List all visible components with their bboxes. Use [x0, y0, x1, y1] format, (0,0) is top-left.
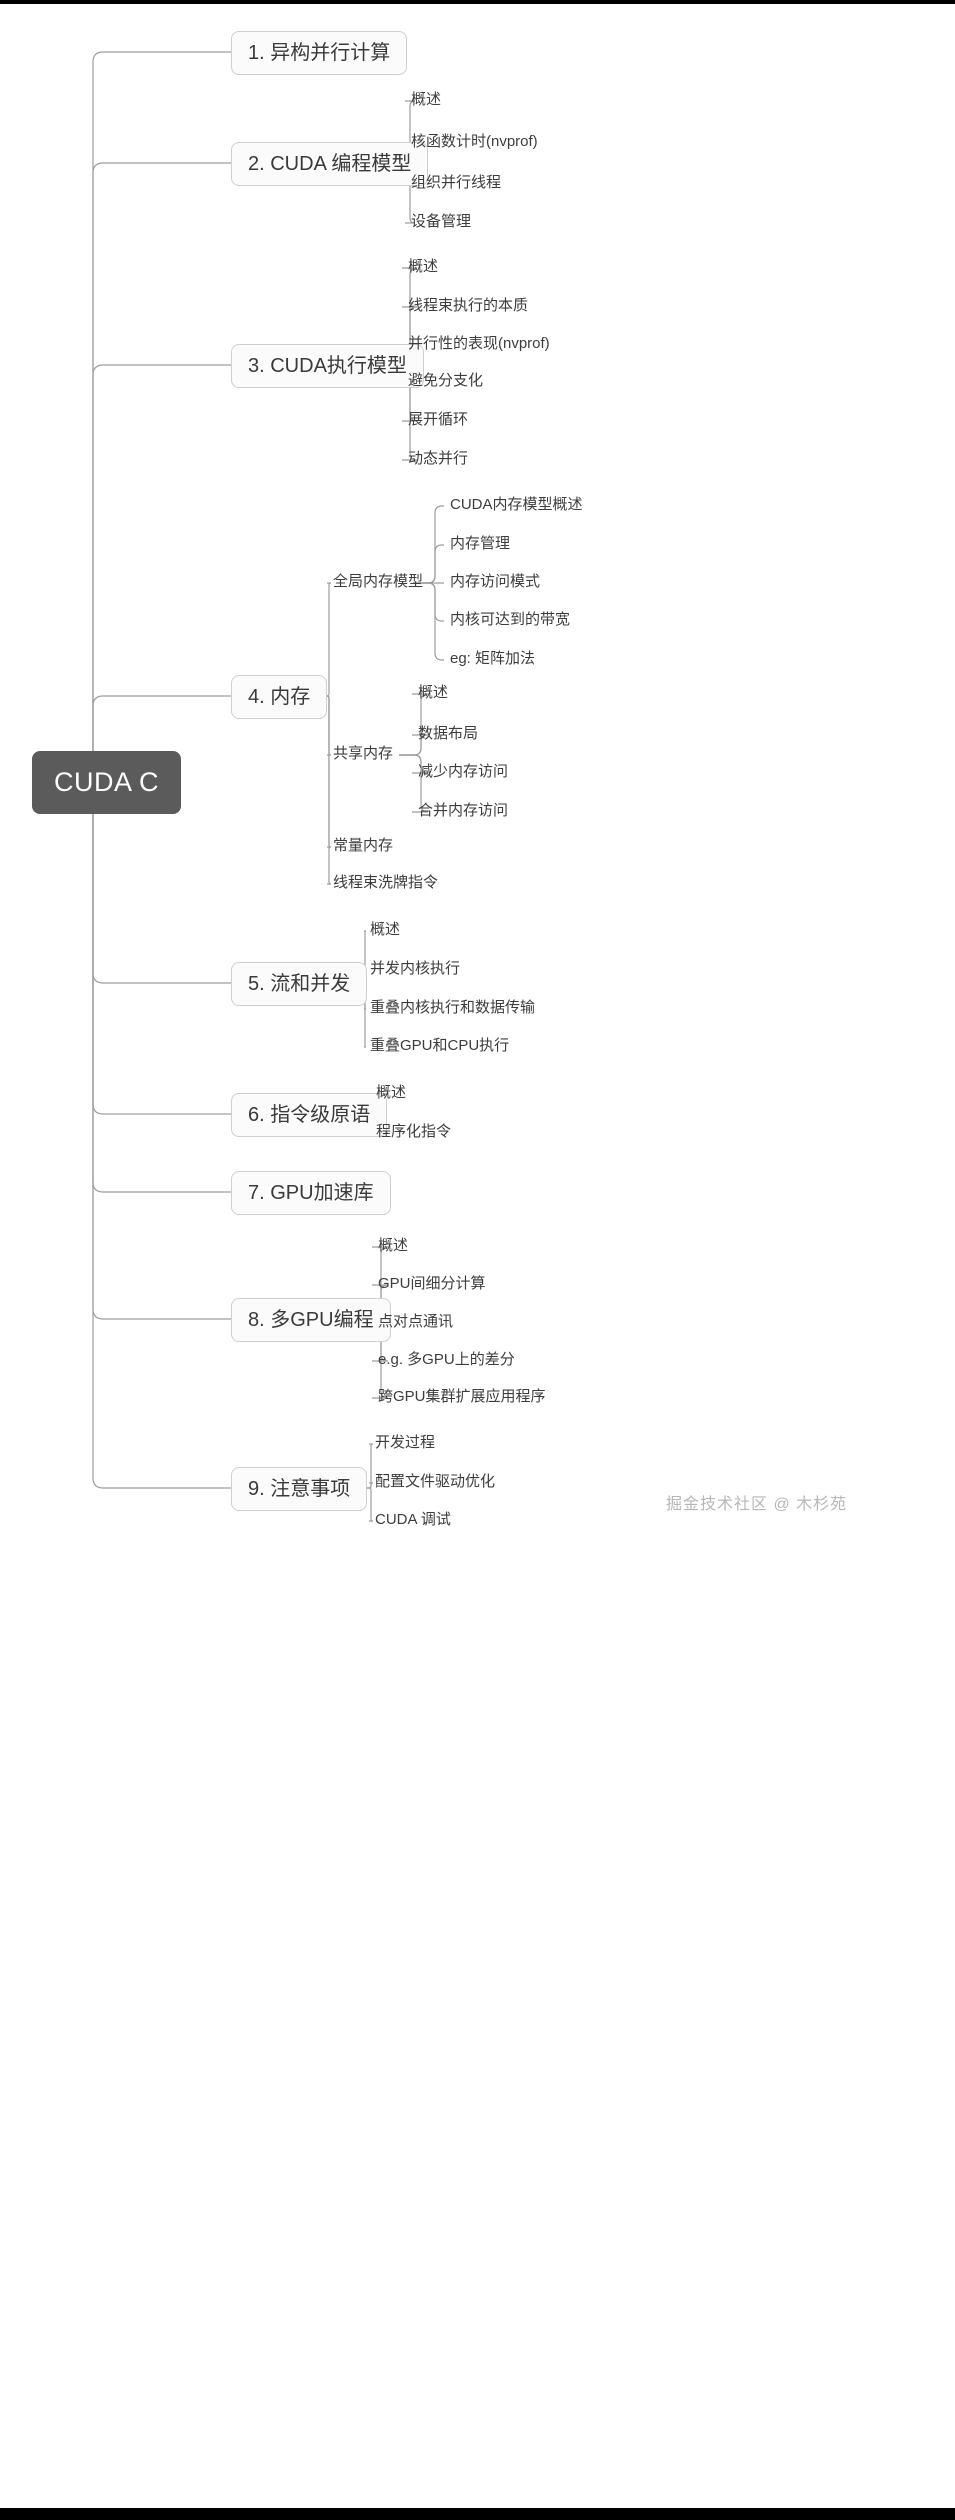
subtopic-node-3-4[interactable]: 避免分支化 [408, 372, 484, 389]
topic-node-8[interactable]: 8. 多GPU编程 [231, 1298, 391, 1342]
subtopic-node-4-3[interactable]: 常量内存 [333, 837, 394, 854]
subtopic-node-8-2[interactable]: GPU间细分计算 [378, 1275, 486, 1292]
leaf-node-4-1-4[interactable]: 内核可达到的带宽 [450, 611, 571, 628]
topic-node-4[interactable]: 4. 内存 [231, 675, 328, 719]
leaf-node-4-1-1[interactable]: CUDA内存模型概述 [450, 496, 583, 513]
leaf-node-4-2-2[interactable]: 数据布局 [418, 725, 479, 742]
root-node[interactable]: CUDA C [32, 751, 182, 814]
topic-node-9[interactable]: 9. 注意事项 [231, 1467, 368, 1511]
subtopic-node-9-1[interactable]: 开发过程 [375, 1434, 436, 1451]
subtopic-node-3-2[interactable]: 线程束执行的本质 [408, 297, 529, 314]
leaf-node-4-2-4[interactable]: 合并内存访问 [418, 802, 509, 819]
subtopic-node-2-2[interactable]: 核函数计时(nvprof) [411, 133, 538, 150]
subtopic-node-8-3[interactable]: 点对点通讯 [378, 1313, 454, 1330]
topic-node-7[interactable]: 7. GPU加速库 [231, 1171, 391, 1215]
subtopic-node-5-1[interactable]: 概述 [370, 921, 401, 938]
subtopic-node-4-1[interactable]: 全局内存模型 [333, 573, 424, 590]
subtopic-node-2-1[interactable]: 概述 [411, 91, 442, 108]
topic-node-3[interactable]: 3. CUDA执行模型 [231, 344, 424, 388]
topic-node-5[interactable]: 5. 流和并发 [231, 962, 368, 1006]
subtopic-node-5-3[interactable]: 重叠内核执行和数据传输 [370, 999, 536, 1016]
subtopic-node-3-6[interactable]: 动态并行 [408, 450, 469, 467]
subtopic-node-4-2[interactable]: 共享内存 [333, 745, 394, 762]
subtopic-node-8-1[interactable]: 概述 [378, 1237, 409, 1254]
subtopic-node-6-2[interactable]: 程序化指令 [376, 1123, 452, 1140]
subtopic-node-3-5[interactable]: 展开循环 [408, 411, 469, 428]
topic-node-1[interactable]: 1. 异构并行计算 [231, 31, 408, 75]
leaf-node-4-1-2[interactable]: 内存管理 [450, 535, 511, 552]
leaf-node-4-1-5[interactable]: eg: 矩阵加法 [450, 650, 536, 667]
subtopic-node-8-5[interactable]: 跨GPU集群扩展应用程序 [378, 1388, 546, 1405]
subtopic-node-9-3[interactable]: CUDA 调试 [375, 1511, 451, 1528]
subtopic-node-4-4[interactable]: 线程束洗牌指令 [333, 874, 439, 891]
subtopic-node-3-1[interactable]: 概述 [408, 258, 439, 275]
subtopic-node-5-4[interactable]: 重叠GPU和CPU执行 [370, 1037, 510, 1054]
leaf-node-4-2-1[interactable]: 概述 [418, 684, 449, 701]
subtopic-node-3-3[interactable]: 并行性的表现(nvprof) [408, 335, 550, 352]
subtopic-node-6-1[interactable]: 概述 [376, 1084, 407, 1101]
subtopic-node-2-3[interactable]: 组织并行线程 [411, 174, 502, 191]
leaf-node-4-1-3[interactable]: 内存访问模式 [450, 573, 541, 590]
subtopic-node-9-2[interactable]: 配置文件驱动优化 [375, 1473, 496, 1490]
subtopic-node-8-4[interactable]: e.g. 多GPU上的差分 [378, 1351, 515, 1368]
leaf-node-4-2-3[interactable]: 减少内存访问 [418, 763, 509, 780]
top-border [0, 0, 955, 4]
topic-node-6[interactable]: 6. 指令级原语 [231, 1093, 388, 1137]
watermark: 掘金技术社区 @ 木杉苑 [666, 1496, 848, 1513]
bottom-border [0, 2508, 955, 2520]
subtopic-node-2-4[interactable]: 设备管理 [411, 213, 472, 230]
subtopic-node-5-2[interactable]: 并发内核执行 [370, 960, 461, 977]
topic-node-2[interactable]: 2. CUDA 编程模型 [231, 142, 429, 186]
